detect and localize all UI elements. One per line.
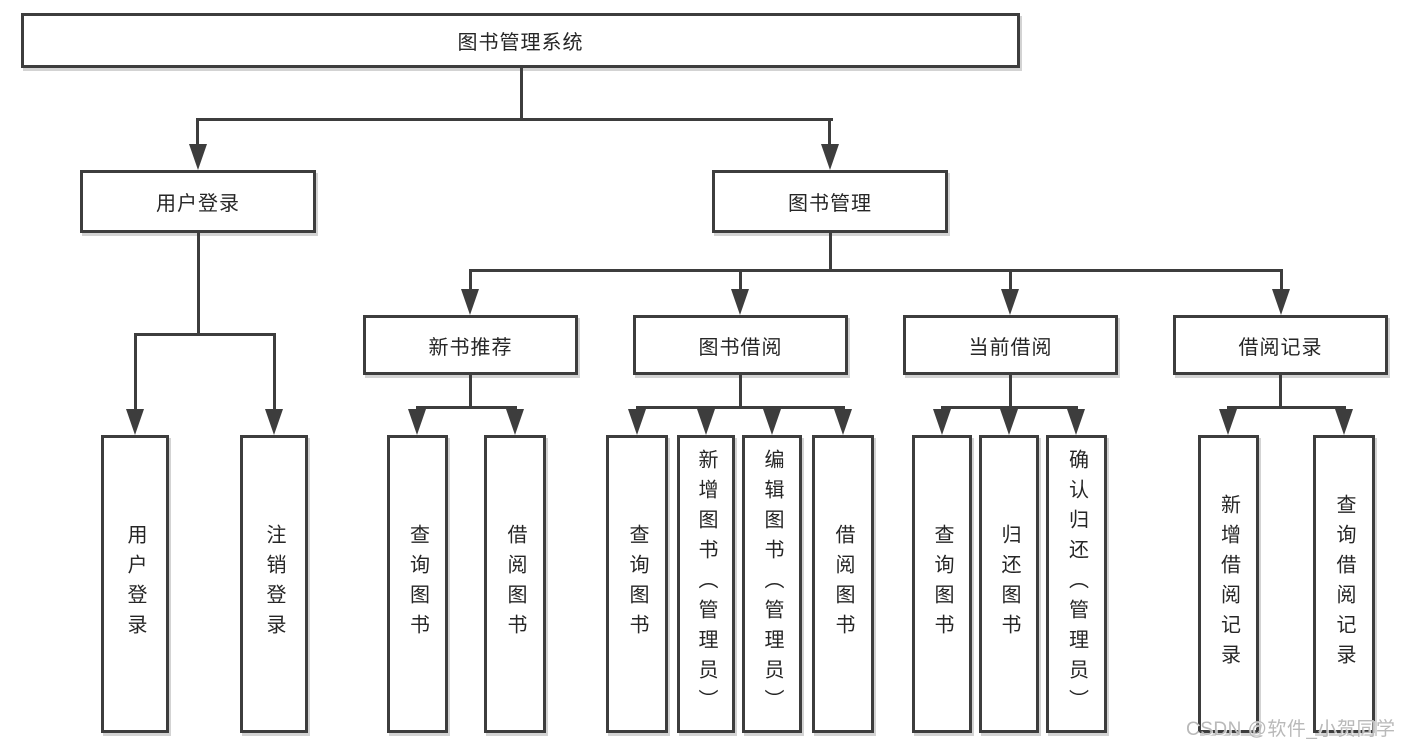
node-new-book-recommend: 新书推荐	[363, 315, 578, 375]
connector-line	[469, 269, 1283, 272]
leaf-logout: 注销登录	[240, 435, 308, 733]
node-borrow-records: 借阅记录	[1173, 315, 1388, 375]
connector-line	[739, 375, 742, 408]
leaf-user-login: 用户登录	[101, 435, 169, 733]
arrowhead-icon	[1000, 409, 1018, 435]
connector-line	[197, 233, 200, 336]
connector-line	[941, 406, 1078, 409]
connector-line	[273, 333, 276, 411]
arrowhead-icon	[506, 409, 524, 435]
connector-line	[636, 406, 845, 409]
leaf-query-borrow-record: 查询借阅记录	[1313, 435, 1375, 733]
arrowhead-icon	[1272, 289, 1290, 315]
connector-line	[469, 269, 472, 291]
connector-line	[828, 118, 831, 146]
node-book-management: 图书管理	[712, 170, 948, 233]
arrowhead-icon	[933, 409, 951, 435]
csdn-watermark: CSDN @软件_小贺同学	[1186, 719, 1396, 740]
connector-line	[520, 68, 523, 119]
connector-line	[1009, 375, 1012, 408]
connector-line	[416, 406, 517, 409]
connector-line	[134, 333, 137, 411]
arrowhead-icon	[1001, 289, 1019, 315]
connector-line	[196, 118, 833, 121]
leaf-confirm-return-admin: 确认归还（管理员）	[1046, 435, 1107, 733]
arrowhead-icon	[821, 144, 839, 170]
connector-line	[1227, 406, 1346, 409]
connector-line	[829, 233, 832, 271]
arrowhead-icon	[731, 289, 749, 315]
leaf-return-book: 归还图书	[979, 435, 1039, 733]
leaf-borrow-books-recommend: 借阅图书	[484, 435, 546, 733]
arrowhead-icon	[697, 409, 715, 435]
leaf-query-books-borrow: 查询图书	[606, 435, 668, 733]
connector-line	[1009, 269, 1012, 291]
arrowhead-icon	[1335, 409, 1353, 435]
arrowhead-icon	[1219, 409, 1237, 435]
arrowhead-icon	[628, 409, 646, 435]
node-user-login: 用户登录	[80, 170, 316, 233]
connector-line	[739, 269, 742, 291]
leaf-edit-book-admin: 编辑图书（管理员）	[742, 435, 802, 733]
arrowhead-icon	[189, 144, 207, 170]
arrowhead-icon	[834, 409, 852, 435]
leaf-query-books-recommend: 查询图书	[387, 435, 448, 733]
connector-line	[469, 375, 472, 408]
leaf-add-borrow-record: 新增借阅记录	[1198, 435, 1259, 733]
arrowhead-icon	[461, 289, 479, 315]
connector-line	[196, 118, 199, 146]
leaf-add-book-admin: 新增图书（管理员）	[677, 435, 735, 733]
arrowhead-icon	[126, 409, 144, 435]
arrowhead-icon	[763, 409, 781, 435]
connector-line	[134, 333, 276, 336]
node-current-borrow: 当前借阅	[903, 315, 1118, 375]
leaf-borrow-books-borrow: 借阅图书	[812, 435, 874, 733]
leaf-query-books-current: 查询图书	[912, 435, 972, 733]
arrowhead-icon	[1067, 409, 1085, 435]
connector-line	[1279, 375, 1282, 408]
node-book-borrow: 图书借阅	[633, 315, 848, 375]
arrowhead-icon	[408, 409, 426, 435]
arrowhead-icon	[265, 409, 283, 435]
connector-line	[1280, 269, 1283, 291]
node-root: 图书管理系统	[21, 13, 1020, 68]
